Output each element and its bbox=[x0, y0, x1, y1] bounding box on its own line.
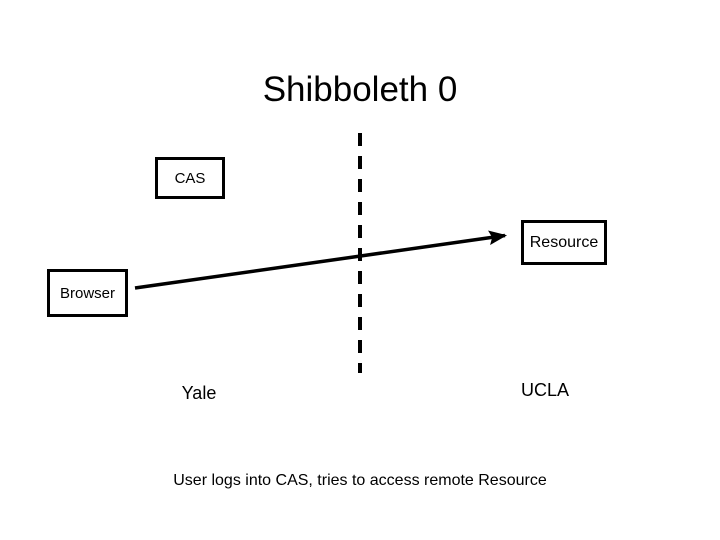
node-label-browser: Browser bbox=[59, 284, 115, 302]
node-box-resource[interactable]: Resource bbox=[521, 220, 607, 265]
domain-label-yale: Yale bbox=[181, 383, 217, 403]
page-title: Shibboleth 0 bbox=[262, 70, 458, 110]
node-label-cas: CAS bbox=[174, 169, 206, 187]
slide-caption: User logs into CAS, tries to access remo… bbox=[173, 472, 547, 489]
domain-label-ucla: UCLA bbox=[520, 380, 569, 400]
node-box-cas[interactable]: CAS bbox=[155, 157, 225, 199]
browser-to-resource-arrow bbox=[134, 230, 508, 290]
node-box-browser[interactable]: Browser bbox=[47, 269, 128, 317]
node-label-resource: Resource bbox=[529, 233, 599, 251]
